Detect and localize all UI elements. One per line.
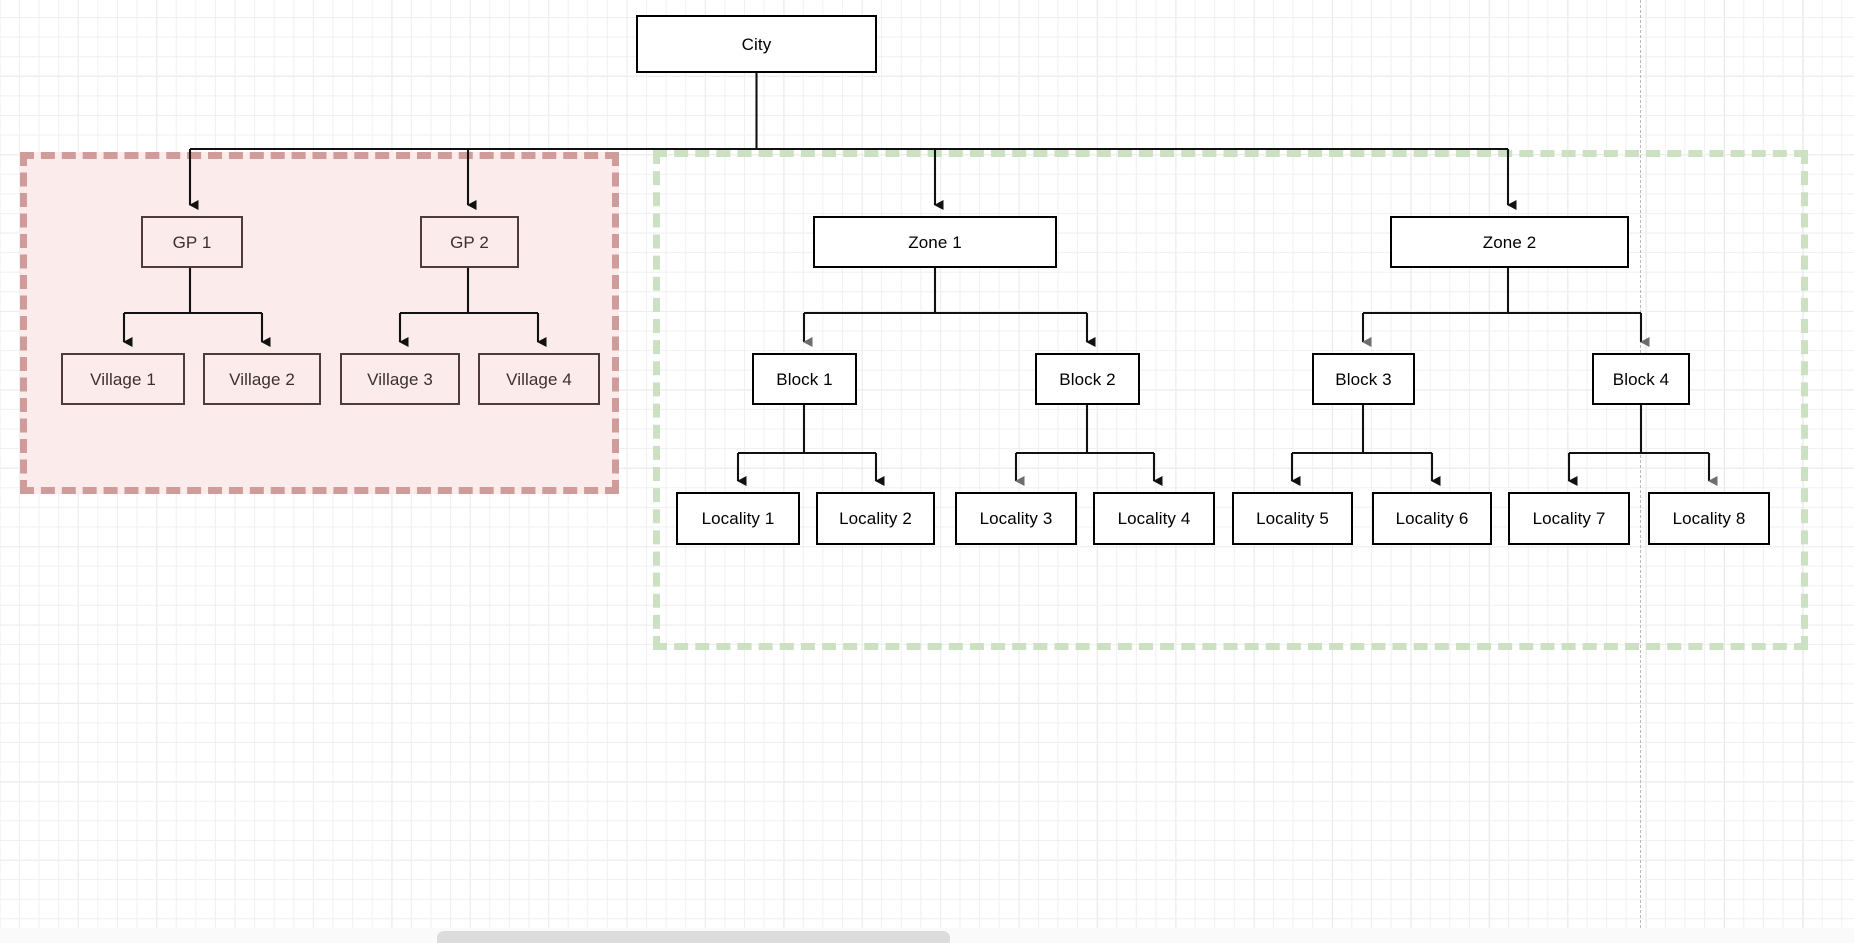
group-container-pink[interactable] [20, 152, 619, 494]
node-city[interactable]: City [636, 15, 877, 73]
node-gp-2[interactable]: GP 2 [420, 216, 519, 268]
node-block-1[interactable]: Block 1 [752, 353, 857, 405]
node-block-3[interactable]: Block 3 [1312, 353, 1415, 405]
node-gp-1[interactable]: GP 1 [141, 216, 243, 268]
group-container-green[interactable] [653, 150, 1808, 650]
node-locality-3[interactable]: Locality 3 [955, 492, 1077, 545]
node-block-2[interactable]: Block 2 [1035, 353, 1140, 405]
node-locality-8[interactable]: Locality 8 [1648, 492, 1770, 545]
node-block-4[interactable]: Block 4 [1592, 353, 1690, 405]
node-locality-6[interactable]: Locality 6 [1372, 492, 1492, 545]
node-zone-1[interactable]: Zone 1 [813, 216, 1057, 268]
node-zone-2[interactable]: Zone 2 [1390, 216, 1629, 268]
node-village-4[interactable]: Village 4 [478, 353, 600, 405]
page-break-vertical-line [1640, 0, 1641, 943]
node-village-3[interactable]: Village 3 [340, 353, 460, 405]
node-locality-4[interactable]: Locality 4 [1093, 492, 1215, 545]
node-village-2[interactable]: Village 2 [203, 353, 321, 405]
node-village-1[interactable]: Village 1 [61, 353, 185, 405]
node-locality-7[interactable]: Locality 7 [1508, 492, 1630, 545]
horizontal-scrollbar-track[interactable] [0, 928, 1854, 943]
node-locality-5[interactable]: Locality 5 [1232, 492, 1353, 545]
node-locality-1[interactable]: Locality 1 [676, 492, 800, 545]
horizontal-scrollbar-thumb[interactable] [437, 931, 950, 943]
node-locality-2[interactable]: Locality 2 [816, 492, 935, 545]
